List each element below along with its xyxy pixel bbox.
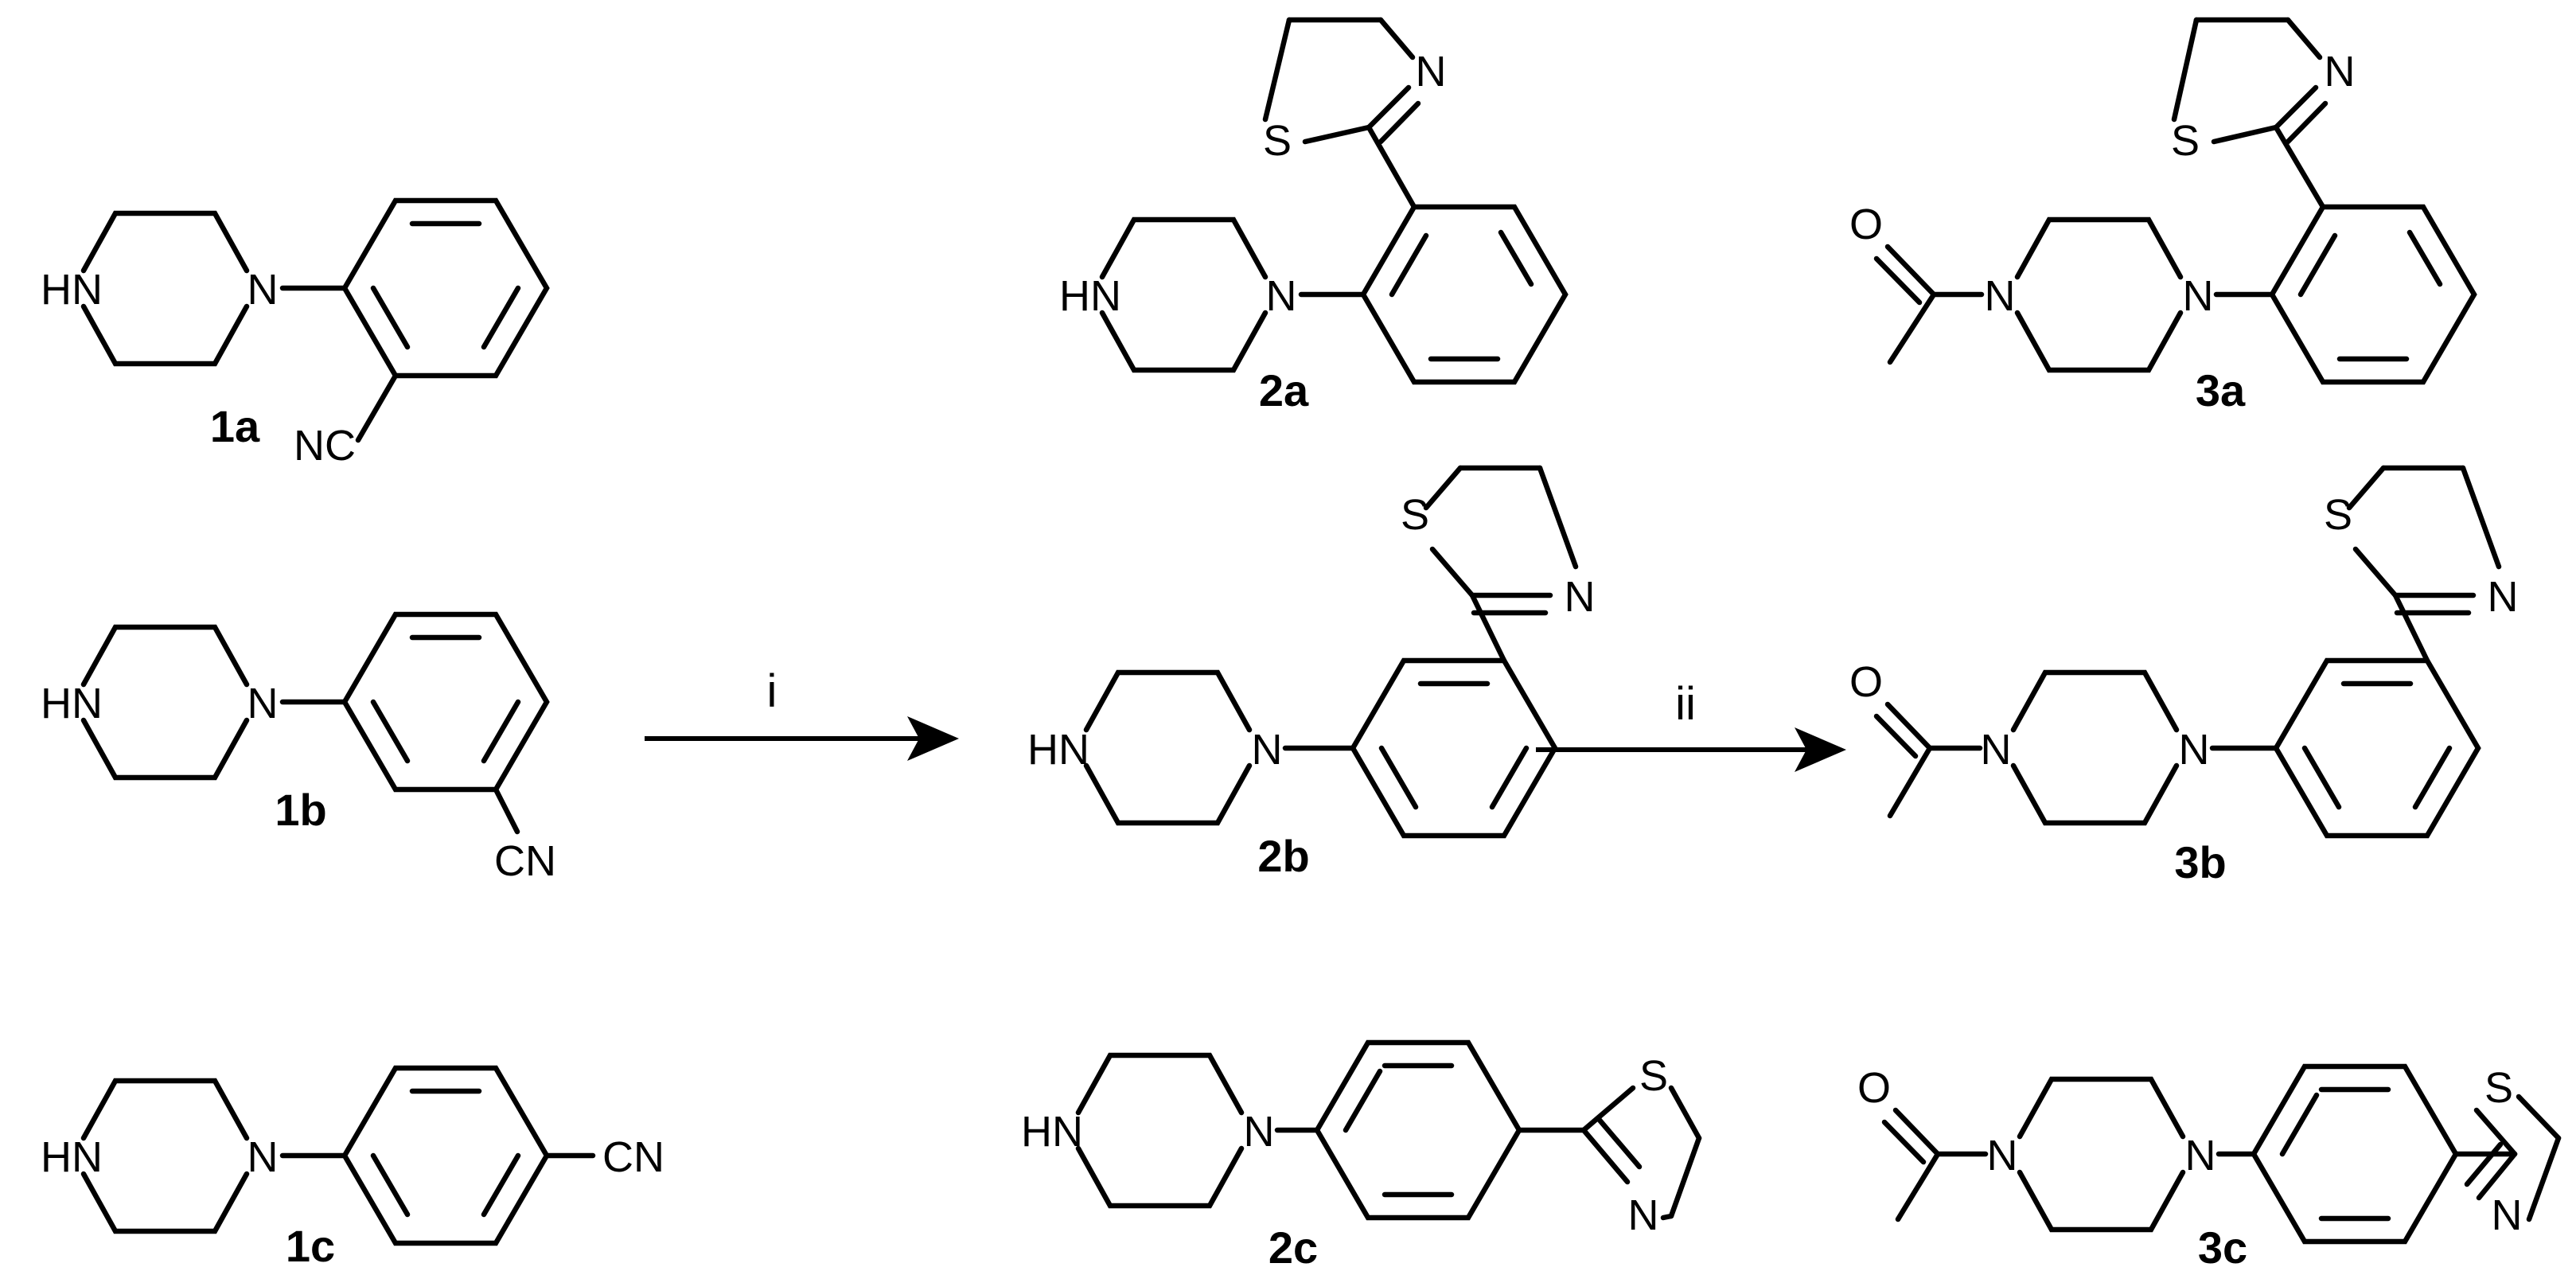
compound-3b-label: 3b xyxy=(2174,837,2226,887)
compound-3c-thiazoline-s: S xyxy=(2484,1064,2513,1112)
reagent-step-2: ii xyxy=(1675,678,1696,730)
compound-1b-amine-nh: HN xyxy=(41,680,103,727)
compound-3a: O N N S N 3a xyxy=(1849,17,2477,415)
compound-1b: HN N CN 1b xyxy=(41,611,556,885)
compound-1b-label: 1b xyxy=(275,785,326,835)
compound-1b-bonds xyxy=(80,611,550,835)
compound-1a-piperazine-n: N xyxy=(247,266,279,314)
compound-3a-thiazoline-n: N xyxy=(2325,48,2356,96)
compound-1a-nitrile: NC xyxy=(294,422,356,470)
compound-3b-amide-n: N xyxy=(1981,726,2012,774)
reaction-arrow-step-1 xyxy=(645,716,959,761)
compound-1a-label: 1a xyxy=(210,401,260,451)
reagent-step-1: i xyxy=(767,665,777,717)
compound-2c-thiazoline-n: N xyxy=(1628,1191,1659,1239)
compound-2c-amine-nh: HN xyxy=(1021,1108,1083,1156)
compound-3b-piperazine-n: N xyxy=(2179,726,2210,774)
compound-2b-piperazine-n: N xyxy=(1252,726,1283,774)
compound-2a-label: 2a xyxy=(1259,365,1309,415)
compound-2b-label: 2b xyxy=(1257,831,1309,881)
compound-3c-bonds xyxy=(1881,1063,2562,1245)
compound-1a-bonds xyxy=(80,197,550,443)
compound-3a-amide-n: N xyxy=(1985,272,2016,320)
compound-1c-piperazine-n: N xyxy=(247,1133,279,1181)
compound-2b-thiazoline-n: N xyxy=(1565,573,1596,621)
compound-3b-bonds xyxy=(1873,465,2502,839)
compound-3c-carbonyl-o: O xyxy=(1857,1064,1891,1112)
compound-3a-thiazoline-s: S xyxy=(2171,117,2200,165)
compound-1c-nitrile: CN xyxy=(602,1133,664,1181)
compound-1b-nitrile: CN xyxy=(494,837,556,885)
compound-2c-bonds xyxy=(1075,1039,1702,1221)
compound-1a: HN N NC 1a xyxy=(41,197,550,470)
compound-3c-amide-n: N xyxy=(1987,1132,2018,1179)
compound-2b-amine-nh: HN xyxy=(1027,726,1089,774)
reaction-arrow-step-2 xyxy=(1536,727,1846,772)
compound-3a-label: 3a xyxy=(2196,365,2246,415)
compound-2a-thiazoline-n: N xyxy=(1416,48,1447,96)
compound-2c: HN N S N 2c xyxy=(1021,1039,1702,1271)
compound-2a-bonds xyxy=(1099,17,1569,385)
compound-1a-amine-nh: HN xyxy=(41,266,103,314)
compound-1c-amine-nh: HN xyxy=(41,1133,103,1181)
compound-2c-piperazine-n: N xyxy=(1244,1108,1275,1156)
compound-2a: HN N S N 2a xyxy=(1059,17,1569,415)
compound-2b-thiazoline-s: S xyxy=(1401,491,1429,539)
compound-2b-bonds xyxy=(1083,465,1579,839)
compound-3c-label: 3c xyxy=(2198,1222,2247,1271)
compound-2a-piperazine-n: N xyxy=(1266,272,1297,320)
compound-3c: O N N S N 3c xyxy=(1857,1063,2562,1271)
compound-3c-thiazoline-n: N xyxy=(2492,1191,2523,1239)
compound-3a-bonds xyxy=(1873,17,2477,385)
compound-3a-carbonyl-o: O xyxy=(1849,201,1883,248)
compound-2c-label: 2c xyxy=(1269,1222,1318,1271)
compound-3b-thiazoline-n: N xyxy=(2488,573,2519,621)
compound-1c-bonds xyxy=(80,1065,596,1246)
compound-1c-label: 1c xyxy=(286,1221,335,1271)
compound-1c: HN N CN 1c xyxy=(41,1065,664,1271)
compound-3a-piperazine-n: N xyxy=(2183,272,2214,320)
compound-2c-thiazoline-s: S xyxy=(1639,1052,1668,1100)
compound-3c-piperazine-n: N xyxy=(2185,1132,2216,1179)
compound-2a-amine-nh: HN xyxy=(1059,272,1121,320)
compound-3b: O N N S N 3b xyxy=(1849,465,2519,887)
compound-2b: HN N S N 2b xyxy=(1027,465,1596,881)
compound-3b-carbonyl-o: O xyxy=(1849,658,1883,706)
compound-2a-thiazoline-s: S xyxy=(1263,117,1292,165)
compound-1b-piperazine-n: N xyxy=(247,680,279,727)
compound-3b-thiazoline-s: S xyxy=(2324,491,2352,539)
